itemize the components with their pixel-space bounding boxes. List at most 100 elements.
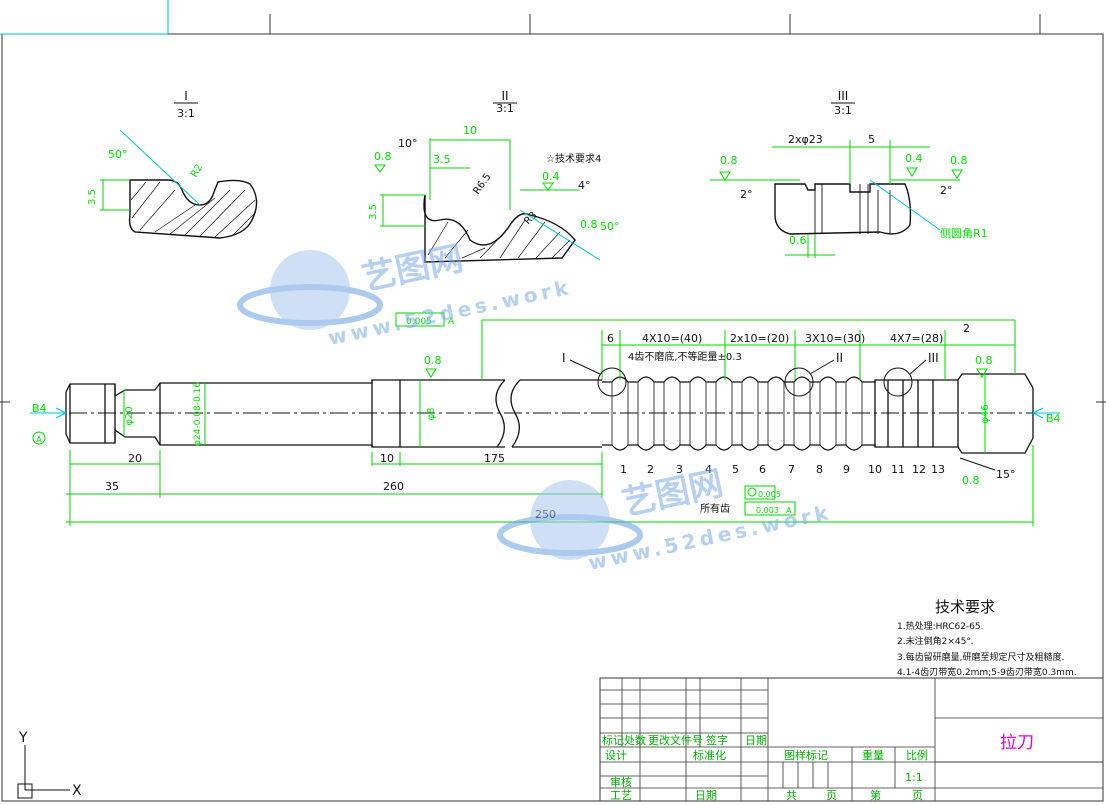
- detail-I-depth: 3.5: [87, 189, 98, 205]
- detail-II-depth: 3.5: [368, 204, 379, 220]
- len-260: 260: [383, 480, 404, 493]
- tb-h-mark: 标记: [602, 733, 624, 747]
- detail-III-scale: 3:1: [834, 104, 852, 117]
- detail-II-rough2: 0.4: [542, 170, 560, 183]
- tb-standard: 标准化: [693, 748, 726, 762]
- detail-II-label: II: [501, 89, 508, 103]
- tol-run-ref: A: [786, 506, 792, 515]
- rough-b: 0.8: [975, 354, 993, 367]
- detail-II-angle3: 50°: [600, 220, 620, 233]
- all-teeth: 所有齿: [700, 502, 730, 515]
- tooth-10: 10: [868, 463, 882, 476]
- detail-I-radius: R2: [189, 162, 205, 179]
- detail-III-rough1: 0.8: [720, 154, 738, 167]
- tb-h-date: 日期: [745, 734, 767, 747]
- tooth-3: 3: [676, 463, 683, 476]
- detail-I-angle: 50°: [108, 148, 128, 161]
- pitch-4: 4X7=(28): [890, 332, 943, 345]
- tooth-7: 7: [788, 463, 795, 476]
- tooth-13: 13: [931, 463, 945, 476]
- axis-y-label: Y: [18, 730, 28, 746]
- tolerance-top: 0.005: [406, 317, 432, 327]
- tooth-numbers: 1 2 3 4 5 6 7 8 9 10 11 12 13: [620, 463, 945, 476]
- center-hole-right: B4: [1046, 412, 1061, 425]
- detail-III-dia: 2xφ23: [788, 133, 823, 146]
- callout-I: I: [562, 351, 566, 365]
- tooth-4: 4: [705, 463, 712, 476]
- tooth-1: 1: [620, 463, 627, 476]
- tb-total: 共: [786, 789, 797, 802]
- note-teeth: 4齿不磨底,不等距量±0.3: [628, 350, 742, 363]
- pitch-1: 4X10=(40): [642, 332, 702, 345]
- watermark-top: 艺图网 www.52des.work: [237, 238, 574, 350]
- detail-III-width: 5: [868, 133, 875, 146]
- tb-h-count: 处数: [624, 734, 646, 747]
- detail-III-rough2: 0.4: [905, 152, 923, 165]
- tb-process: 工艺: [610, 789, 632, 802]
- requirement-3: 3.每齿留研磨量,研磨至规定尺寸及粗糙度.: [897, 651, 1064, 663]
- requirements-title: 技术要求: [935, 598, 995, 616]
- tb-sheet-unit: 页: [826, 789, 837, 802]
- callout-III: III: [928, 351, 939, 365]
- len-35: 35: [105, 480, 119, 493]
- tb-page-unit: 页: [912, 789, 923, 802]
- tol-run: 0.003: [756, 506, 779, 515]
- detail-view-III: III 3:1 2xφ23 5 0.8 0.4 0.8 2° 2° 0.6 侧圆…: [710, 89, 988, 258]
- detail-I-label: I: [184, 89, 188, 103]
- detail-III-fillet: 侧圆角R1: [940, 227, 988, 240]
- tooth-6: 6: [759, 463, 766, 476]
- datum-A: A: [36, 435, 42, 444]
- requirement-2: 2.未注倒角2×45°.: [897, 635, 974, 647]
- dia-46: φ46: [980, 404, 991, 423]
- tb-stage-mark: 图样标记: [784, 748, 828, 762]
- pitch-3: 3X10=(30): [805, 332, 865, 345]
- tb-page: 第: [870, 788, 881, 802]
- len-20: 20: [128, 452, 142, 465]
- dim-2: 2: [963, 322, 970, 335]
- detail-I-scale: 3:1: [177, 107, 195, 120]
- tb-review: 审核: [610, 775, 632, 789]
- detail-view-I: I 3:1 3.5 50° R2: [87, 89, 258, 239]
- detail-II-land: 3.5: [433, 153, 451, 166]
- tooth-11: 11: [891, 463, 905, 476]
- tooth-12: 12: [912, 463, 926, 476]
- tb-h-sign: 签字: [706, 733, 728, 747]
- tb-design: 设计: [605, 749, 627, 762]
- title-block: 标记 处数 更改文件号 签字 日期 设计 标准化 审核 工艺 日期 图样标记 重…: [599, 677, 1104, 802]
- watermark-brand-top: 艺图网: [359, 238, 467, 298]
- tb-scale-value: 1:1: [905, 771, 923, 784]
- dim-6: 6: [607, 332, 614, 345]
- detail-II-note: ☆技术要求4: [546, 152, 601, 165]
- axis-x-label: X: [72, 783, 82, 799]
- tb-h-file: 更改文件号: [648, 733, 703, 747]
- len-10: 10: [380, 452, 394, 465]
- tooth-5: 5: [732, 463, 739, 476]
- detail-III-rough3: 0.8: [950, 154, 968, 167]
- technical-requirements: 技术要求 1.热处理:HRC62-65. 2.未注倒角2×45°. 3.每齿留研…: [897, 598, 1077, 678]
- detail-III-angle2: 2°: [940, 184, 953, 197]
- tooth-9: 9: [843, 463, 850, 476]
- tb-weight: 重量: [862, 748, 884, 762]
- tolerance-top-ref: A: [448, 317, 455, 327]
- main-view-broach: B4 A B4 φ20 φ24-0.08-0.16 φ8 φ46 0.005 A…: [30, 312, 1061, 526]
- dia-8: φ8: [426, 408, 437, 421]
- detail-II-angle1: 10°: [398, 137, 418, 150]
- angle-15: 15°: [996, 468, 1016, 481]
- tol-circ: 0.005: [758, 490, 781, 499]
- pitch-2: 2x10=(20): [730, 332, 789, 345]
- detail-III-angle1: 2°: [740, 188, 753, 201]
- detail-II-rough3: 0.8: [580, 218, 598, 231]
- detail-II-angle2: 4°: [578, 179, 591, 192]
- tooth-2: 2: [647, 463, 654, 476]
- ucs-axis-icon: Y X: [17, 730, 82, 799]
- detail-II-radius: R6.5: [471, 172, 493, 197]
- tb-date: 日期: [695, 789, 717, 802]
- detail-III-label: III: [838, 89, 849, 103]
- len-175: 175: [484, 452, 505, 465]
- detail-view-II: II 3:1 10 10° 0.8 3.5 R6.5 ☆技术要求4 0.4 4°…: [368, 89, 620, 263]
- tb-scale-label: 比例: [906, 748, 928, 762]
- part-name: 拉刀: [1000, 733, 1034, 753]
- dia-24: φ24-0.08-0.16: [193, 382, 203, 446]
- rough-a: 0.8: [424, 354, 442, 367]
